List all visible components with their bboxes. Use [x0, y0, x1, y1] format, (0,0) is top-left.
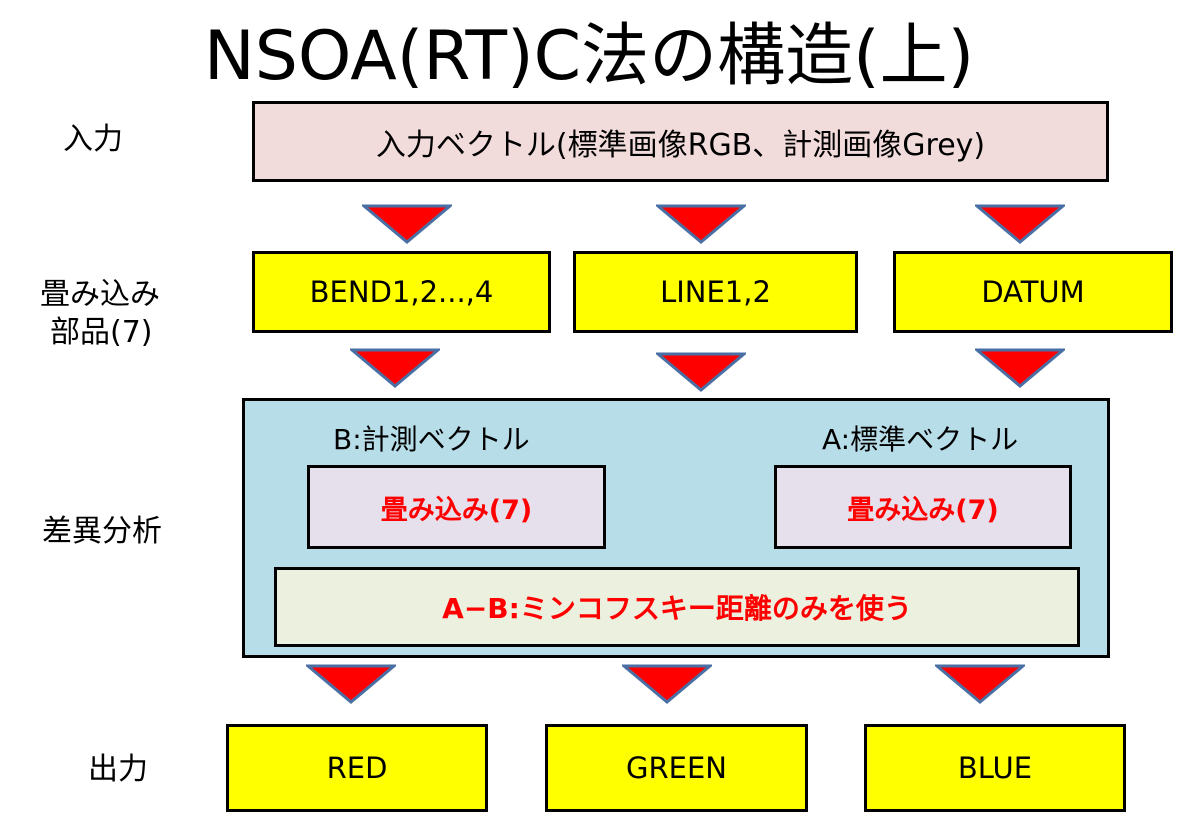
output-box-blue: BLUE [864, 724, 1126, 812]
conv-label-standard: 畳み込み(7) [847, 494, 999, 526]
conv-label-measured: 畳み込み(7) [380, 494, 533, 526]
arrow-line-to-analysis [656, 352, 746, 392]
conv-box-standard: 畳み込み(7) [774, 465, 1072, 549]
page-title: NSOA(RT)C法の構造(上) [203, 17, 975, 96]
part-box-line: LINE1,2 [573, 251, 858, 333]
arrow-input-to-datum [975, 204, 1065, 244]
arrow-input-to-bend [362, 204, 452, 244]
minkowski-distance-label: A−B:ミンコフスキー距離のみを使う [442, 592, 912, 625]
row-label-analysis: 差異分析 [42, 514, 162, 549]
row-label-input: 入力 [63, 122, 123, 157]
part-box-bend: BEND1,2...,4 [252, 251, 551, 333]
arrow-input-to-line [656, 204, 746, 244]
row-label-output: 出力 [88, 752, 148, 787]
output-box-green: GREEN [545, 724, 808, 812]
arrow-bend-to-analysis [350, 348, 440, 388]
conv-box-measured: 畳み込み(7) [307, 465, 606, 549]
minkowski-distance-box: A−B:ミンコフスキー距離のみを使う [274, 567, 1080, 647]
part-label-datum: DATUM [981, 275, 1085, 309]
arrow-analysis-to-red [306, 664, 396, 704]
part-label-line: LINE1,2 [660, 275, 771, 309]
arrow-analysis-to-blue [935, 664, 1025, 704]
output-label-blue: BLUE [957, 751, 1033, 785]
input-vector-label: 入力ベクトル(標準画像RGB、計測画像Grey) [375, 127, 986, 163]
part-label-bend: BEND1,2...,4 [309, 275, 494, 309]
part-box-datum: DATUM [893, 251, 1173, 333]
standard-vector-label: A:標準ベクトル [822, 423, 1019, 456]
measured-vector-label: B:計測ベクトル [333, 423, 530, 456]
input-vector-box: 入力ベクトル(標準画像RGB、計測画像Grey) [252, 101, 1109, 182]
output-box-red: RED [226, 724, 488, 812]
output-label-red: RED [326, 751, 388, 785]
row-label-parts-line2: 部品(7) [50, 315, 153, 350]
output-label-green: GREEN [626, 751, 727, 785]
arrow-datum-to-analysis [975, 348, 1065, 388]
row-label-parts-line1: 畳み込み [40, 277, 160, 312]
arrow-analysis-to-green [622, 664, 712, 704]
